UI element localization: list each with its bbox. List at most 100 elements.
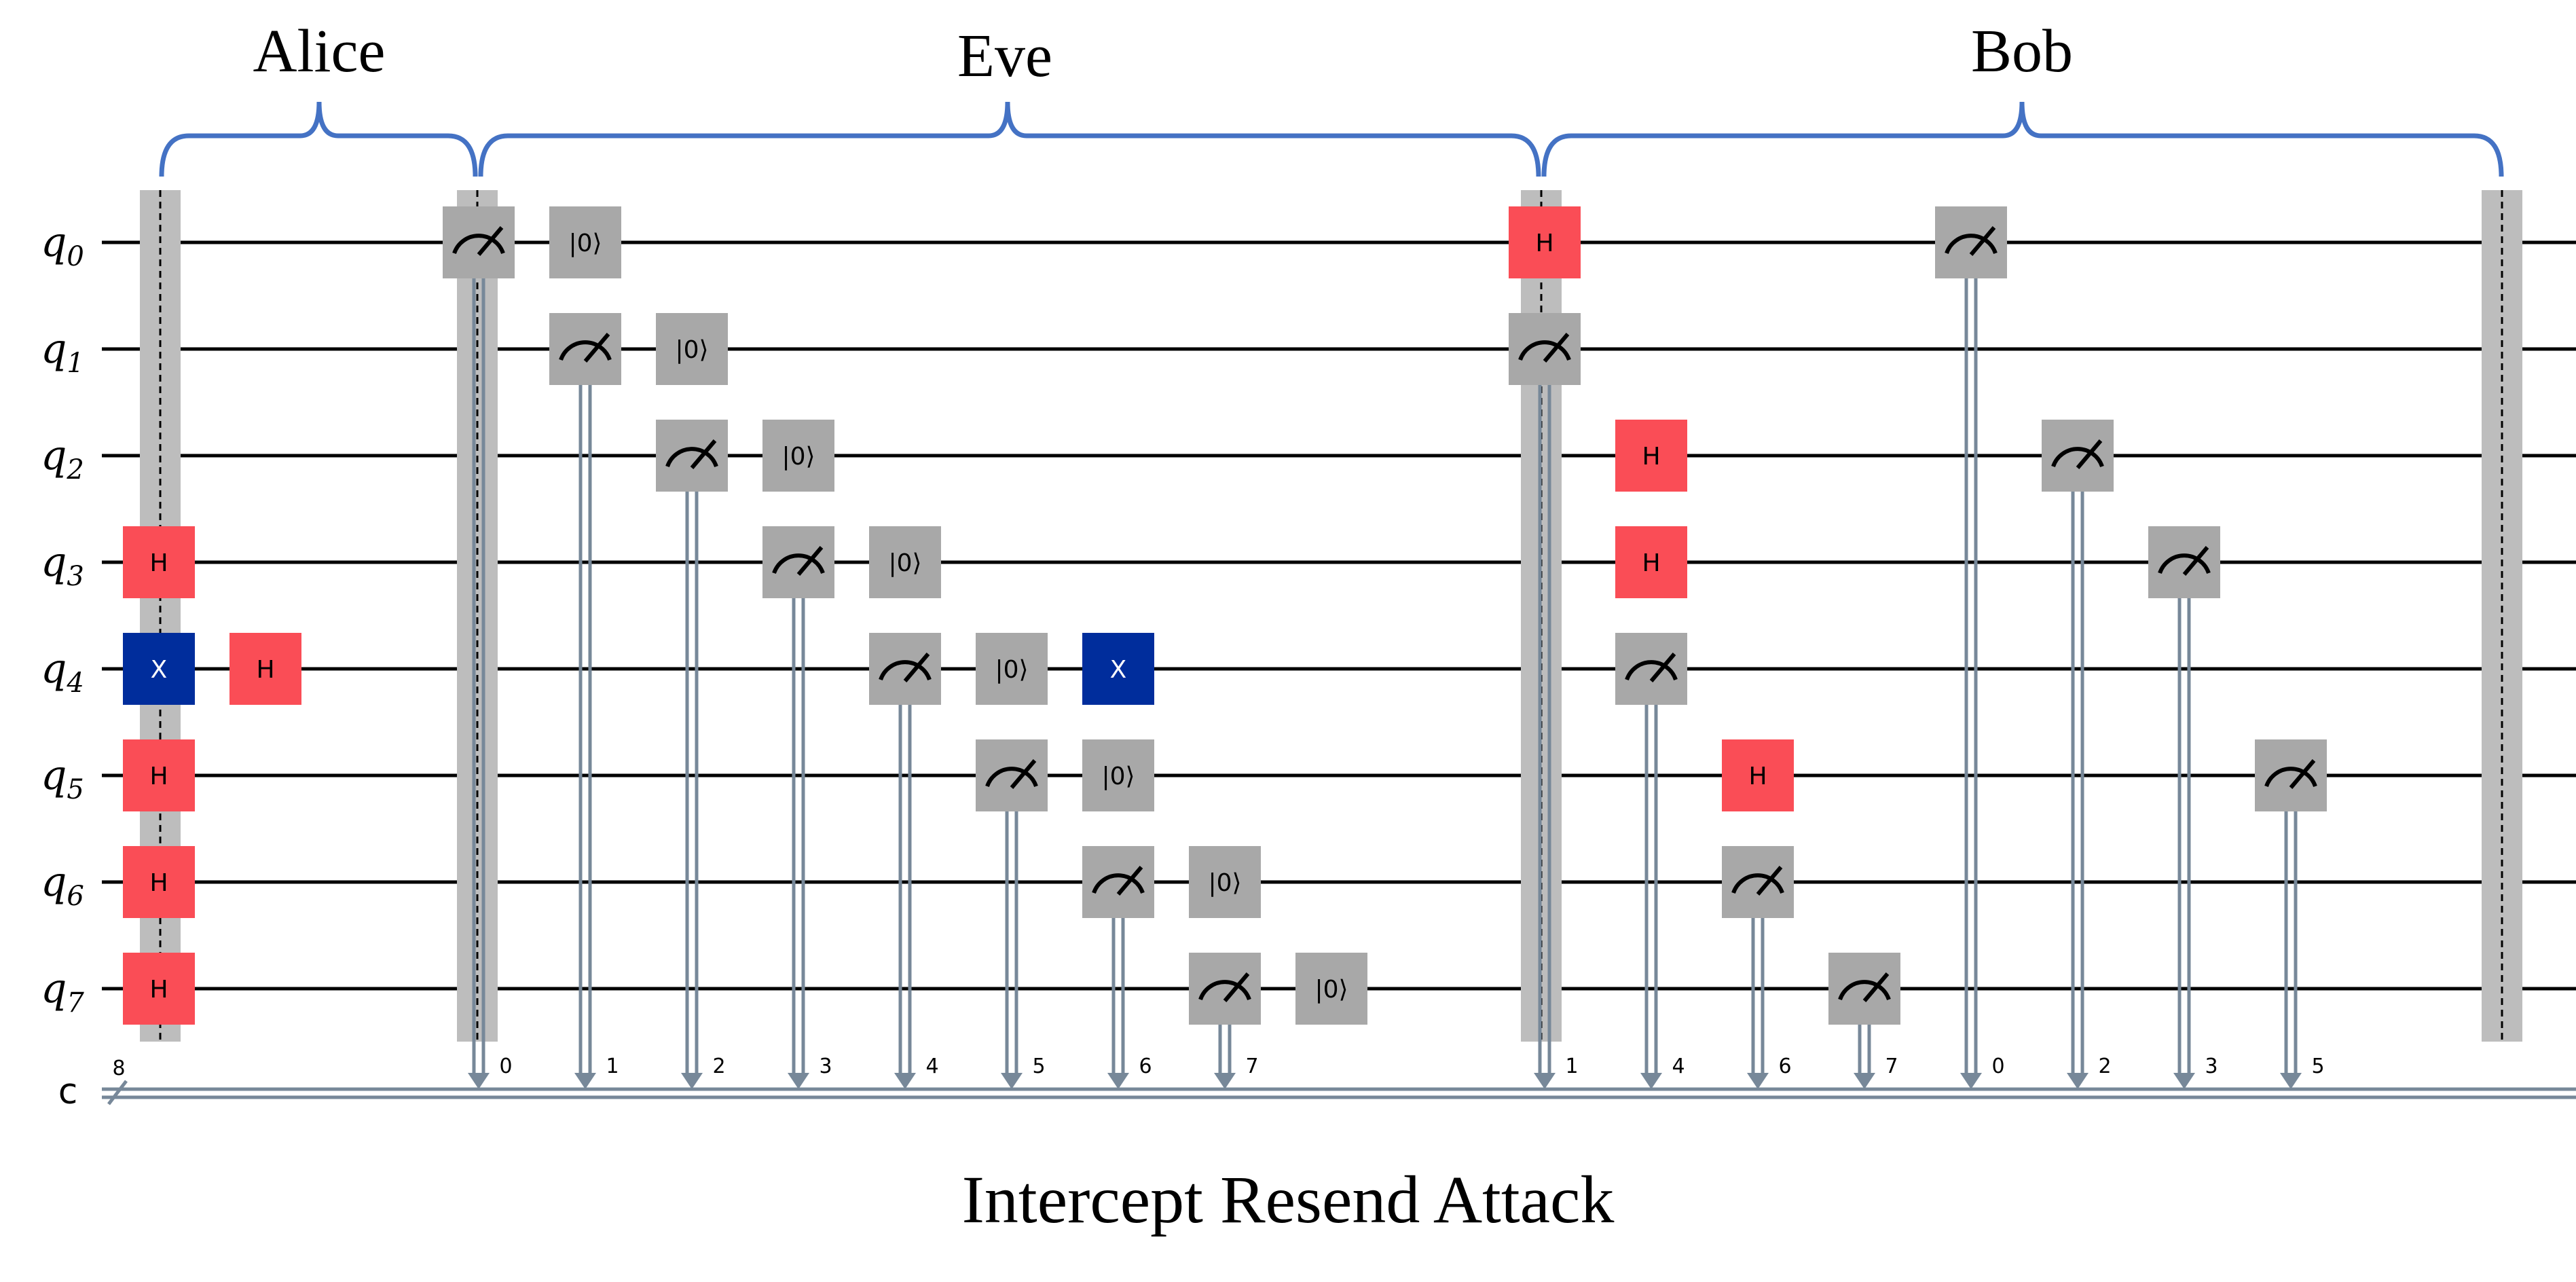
meter-icon	[1518, 340, 1571, 361]
hadamard-gate: H	[1615, 420, 1687, 492]
pauli-x-gate-box	[123, 633, 195, 705]
measure-arrowhead	[1960, 1073, 1982, 1089]
measure-gate-box	[869, 633, 941, 705]
reset-gate: |0⟩	[1295, 953, 1367, 1025]
reset-gate-box	[976, 633, 1048, 705]
meter-icon	[985, 767, 1038, 788]
reset-gate: |0⟩	[762, 420, 834, 492]
reset-gate-label: |0⟩	[675, 336, 708, 364]
qubit-label: q5	[41, 752, 84, 805]
qubit-label-index: 3	[67, 561, 84, 592]
meter-needle-icon	[2076, 439, 2103, 469]
measure-gate	[2042, 420, 2114, 492]
measure-gate	[549, 313, 621, 385]
qubit-label: q7	[41, 965, 84, 1019]
measure-arrowhead	[2173, 1073, 2195, 1089]
measure-gate-box	[2148, 526, 2220, 598]
hadamard-gate: H	[1509, 206, 1581, 278]
meter-icon	[2051, 447, 2104, 468]
hadamard-gate-label: H	[1535, 230, 1553, 257]
reset-gate-label: |0⟩	[1101, 763, 1135, 790]
classical-register: c 8	[58, 1057, 2576, 1112]
measure-gate-box	[1189, 953, 1261, 1025]
reset-gate: |0⟩	[1189, 846, 1261, 918]
meter-icon	[1198, 980, 1251, 1001]
measure-gate-box	[1828, 953, 1900, 1025]
meter-needle-icon	[1010, 759, 1037, 789]
reset-gate: |0⟩	[976, 633, 1048, 705]
brace-eve	[478, 101, 1541, 177]
reset-gate: |0⟩	[1082, 739, 1154, 811]
hadamard-gate: H	[229, 633, 301, 705]
pauli-x-gate-label: X	[151, 656, 168, 684]
meter-needle-icon	[1116, 866, 1143, 896]
meter-needle-icon	[583, 333, 610, 363]
measure-gate	[2148, 526, 2220, 598]
reset-gate-label: |0⟩	[995, 656, 1028, 684]
measure-gate-box	[1509, 313, 1581, 385]
measure-arrowhead	[788, 1073, 809, 1089]
hadamard-gate-box	[1615, 420, 1687, 492]
measure-gate-box	[976, 739, 1048, 811]
party-braces	[159, 101, 2504, 177]
hadamard-gate-box	[229, 633, 301, 705]
measure-gate-box	[762, 526, 834, 598]
meter-icon	[452, 234, 505, 255]
hadamard-gate-box	[123, 846, 195, 918]
measure-gate-box	[549, 313, 621, 385]
reset-gate-box	[656, 313, 728, 385]
reset-gate-box	[869, 526, 941, 598]
meter-icon	[559, 340, 612, 361]
qubit-label: q0	[41, 219, 84, 272]
reset-gate-box	[762, 420, 834, 492]
classical-register-size: 8	[112, 1057, 125, 1080]
clbit-index-label: 2	[712, 1055, 725, 1078]
pauli-x-gate: X	[123, 633, 195, 705]
qubit-label: q2	[41, 432, 84, 486]
meter-icon	[1625, 660, 1678, 681]
qubit-label-base: q	[41, 325, 67, 373]
brace-bob	[1541, 101, 2504, 177]
hadamard-gate-label: H	[256, 656, 274, 684]
clbit-index-label: 6	[1778, 1055, 1791, 1078]
meter-needle-icon	[903, 653, 930, 682]
hadamard-gate: H	[123, 739, 195, 811]
qubit-label-index: 5	[67, 774, 84, 805]
measure-gate	[762, 526, 834, 598]
clbit-index-label: 5	[1032, 1055, 1045, 1078]
reset-gate-label: |0⟩	[888, 549, 921, 577]
clbit-index-label: 3	[2205, 1055, 2218, 1078]
qubit-label-index: 0	[67, 241, 84, 272]
party-label-bob: Bob	[1971, 18, 2073, 85]
reset-gate: |0⟩	[549, 206, 621, 278]
hadamard-gate-label: H	[149, 869, 168, 897]
meter-needle-icon	[690, 439, 717, 469]
reset-gate-label: |0⟩	[781, 443, 815, 471]
clbit-index-label: 0	[1991, 1055, 2004, 1078]
reset-gate: |0⟩	[656, 313, 728, 385]
qubit-label-base: q	[41, 219, 67, 266]
measure-arrowhead	[1534, 1073, 1556, 1089]
qubit-label: q4	[41, 645, 84, 699]
measure-gate-box	[1615, 633, 1687, 705]
classical-bus-slash	[107, 1080, 128, 1105]
measure-arrowhead	[894, 1073, 916, 1089]
qubit-label-base: q	[41, 432, 67, 479]
clbit-index-label: 3	[819, 1055, 832, 1078]
clbit-index-label: 5	[2311, 1055, 2324, 1078]
brace-alice	[159, 101, 478, 177]
meter-icon	[772, 553, 825, 574]
measure-gate-box	[1935, 206, 2007, 278]
measure-gate	[869, 633, 941, 705]
meter-icon	[1945, 234, 1998, 255]
measure-arrowhead	[1854, 1073, 1875, 1089]
clbit-index-label: 4	[1672, 1055, 1685, 1078]
clbit-index-label: 7	[1885, 1055, 1898, 1078]
measure-arrowhead	[1001, 1073, 1023, 1089]
hadamard-gate-box	[1722, 739, 1794, 811]
measure-gate	[1509, 313, 1581, 385]
meter-icon	[1838, 980, 1891, 1001]
qubit-label-index: 1	[67, 348, 84, 379]
